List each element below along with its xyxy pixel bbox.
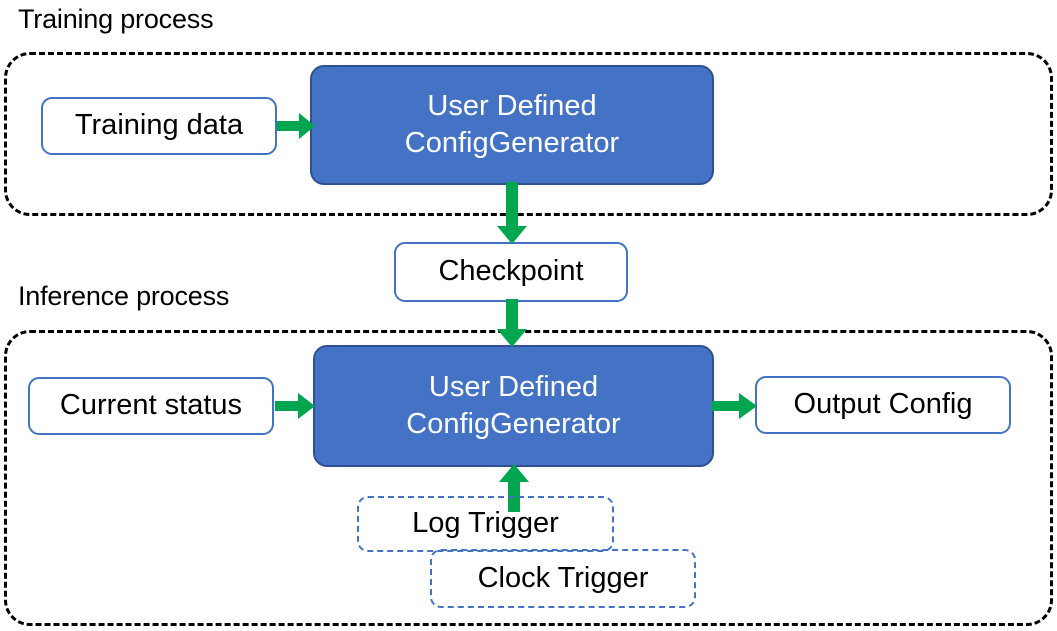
arrow-training-data-to-generator	[277, 113, 315, 139]
arrow-generator-to-checkpoint	[497, 182, 527, 244]
node-training-data[interactable]: Training data	[41, 97, 277, 155]
arrow-current-status-to-generator	[275, 393, 315, 419]
node-inference-config-generator-line1: User Defined	[428, 370, 599, 403]
inference-process-label: Inference process	[18, 281, 230, 311]
node-training-config-generator[interactable]: User Defined ConfigGenerator	[310, 65, 714, 185]
node-inference-config-generator[interactable]: User Defined ConfigGenerator	[313, 345, 714, 467]
inference-process-container	[4, 330, 1053, 626]
node-training-data-label: Training data	[74, 109, 244, 142]
node-checkpoint[interactable]: Checkpoint	[394, 242, 628, 302]
arrow-triggers-to-generator	[499, 464, 529, 512]
training-process-container	[4, 52, 1053, 216]
node-current-status[interactable]: Current status	[28, 377, 274, 435]
node-current-status-label: Current status	[59, 389, 243, 422]
node-clock-trigger-label: Clock Trigger	[477, 561, 649, 594]
node-log-trigger-label: Log Trigger	[412, 507, 559, 540]
node-checkpoint-label: Checkpoint	[438, 255, 584, 288]
node-output-config[interactable]: Output Config	[755, 376, 1011, 434]
node-training-config-generator-line1: User Defined	[427, 89, 597, 122]
node-output-config-label: Output Config	[793, 388, 973, 421]
training-process-label: Training process	[18, 4, 214, 34]
arrow-generator-to-output-config	[712, 393, 757, 419]
node-clock-trigger[interactable]: Clock Trigger	[430, 549, 696, 608]
node-log-trigger[interactable]: Log Trigger	[357, 496, 614, 552]
arrow-checkpoint-to-generator	[497, 299, 527, 347]
node-inference-config-generator-line2: ConfigGenerator	[406, 408, 621, 440]
node-training-config-generator-line2: ConfigGenerator	[404, 127, 620, 159]
